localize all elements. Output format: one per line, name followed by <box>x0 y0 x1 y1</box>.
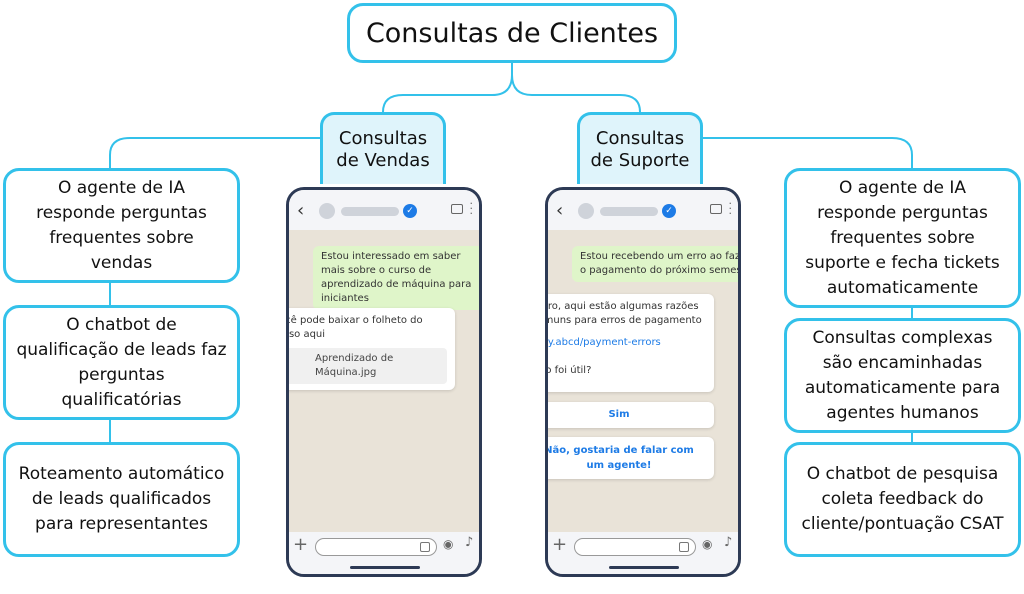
bot-message: Claro, aqui estão algumas razões comuns … <box>545 301 702 326</box>
bot-message: Você pode baixar o folheto do curso aqui <box>286 315 423 340</box>
file-name: Aprendizado de Máquina.jpg <box>315 353 394 378</box>
category-sales-label: Consultas de Vendas <box>336 127 430 171</box>
plus-icon[interactable]: + <box>552 534 568 555</box>
escalation-box: Consultas complexas são encaminhadas aut… <box>784 318 1021 433</box>
back-arrow-icon[interactable]: ‹ <box>297 200 305 221</box>
chat-input-bar: + ◉ ♪ <box>289 532 479 574</box>
lead-routing-box: Roteamento automático de leads qualifica… <box>3 442 240 557</box>
camera-icon[interactable]: ◉ <box>443 537 454 551</box>
avatar <box>578 203 594 219</box>
category-support: Consultas de Suporte <box>577 112 703 184</box>
category-support-label: Consultas de Suporte <box>590 127 690 171</box>
chat-header: ‹ ✓ ··· <box>548 190 738 230</box>
sticker-icon[interactable] <box>420 542 430 552</box>
message-input[interactable] <box>574 538 696 556</box>
contact-name-placeholder <box>341 207 399 216</box>
csat-survey-box: O chatbot de pesquisa coleta feedback do… <box>784 442 1021 557</box>
microphone-icon[interactable]: ♪ <box>465 535 474 550</box>
more-options-icon[interactable]: ··· <box>728 197 733 220</box>
user-message: Estou interessado em saber mais sobre o … <box>313 246 479 310</box>
sales-faq-box: O agente de IA responde perguntas freque… <box>3 168 240 283</box>
sticker-icon[interactable] <box>679 542 689 552</box>
chat-input-bar: + ◉ ♪ <box>548 532 738 574</box>
payment-errors-link[interactable]: bitly.abcd/payment-errors <box>545 337 661 348</box>
back-arrow-icon[interactable]: ‹ <box>556 200 564 221</box>
lead-qualification-box: O chatbot de qualificação de leads faz p… <box>3 305 240 420</box>
home-indicator <box>609 566 679 569</box>
store-icon[interactable] <box>451 204 463 214</box>
user-message: Estou recebendo um erro ao fazer o pagam… <box>572 246 738 282</box>
support-phone-mockup: ‹ ✓ ··· Estou recebendo um erro ao fazer… <box>545 187 741 577</box>
yes-button[interactable]: Sim <box>548 402 714 428</box>
support-faq-box: O agente de IA responde perguntas freque… <box>784 168 1021 308</box>
sales-phone-mockup: ‹ ✓ ··· Estou interessado em saber mais … <box>286 187 482 577</box>
category-sales: Consultas de Vendas <box>320 112 446 184</box>
talk-to-agent-button[interactable]: Não, gostaria de falar com um agente! <box>548 437 714 479</box>
message-input[interactable] <box>315 538 437 556</box>
more-options-icon[interactable]: ··· <box>469 197 474 220</box>
bot-message-card: Você pode baixar o folheto do curso aqui… <box>286 308 455 390</box>
camera-icon[interactable]: ◉ <box>702 537 713 551</box>
bot-message-card: Claro, aqui estão algumas razões comuns … <box>545 294 714 392</box>
verified-badge-icon: ✓ <box>403 204 417 218</box>
helpful-question: Isso foi útil? <box>545 365 592 376</box>
home-indicator <box>350 566 420 569</box>
diagram-title: Consultas de Clientes <box>347 3 677 63</box>
file-attachment[interactable]: ⤓ Aprendizado de Máquina.jpg <box>286 348 447 384</box>
avatar <box>319 203 335 219</box>
contact-name-placeholder <box>600 207 658 216</box>
plus-icon[interactable]: + <box>293 534 309 555</box>
download-icon[interactable]: ⤓ <box>286 356 287 370</box>
microphone-icon[interactable]: ♪ <box>724 535 733 550</box>
verified-badge-icon: ✓ <box>662 204 676 218</box>
store-icon[interactable] <box>710 204 722 214</box>
chat-header: ‹ ✓ ··· <box>289 190 479 230</box>
